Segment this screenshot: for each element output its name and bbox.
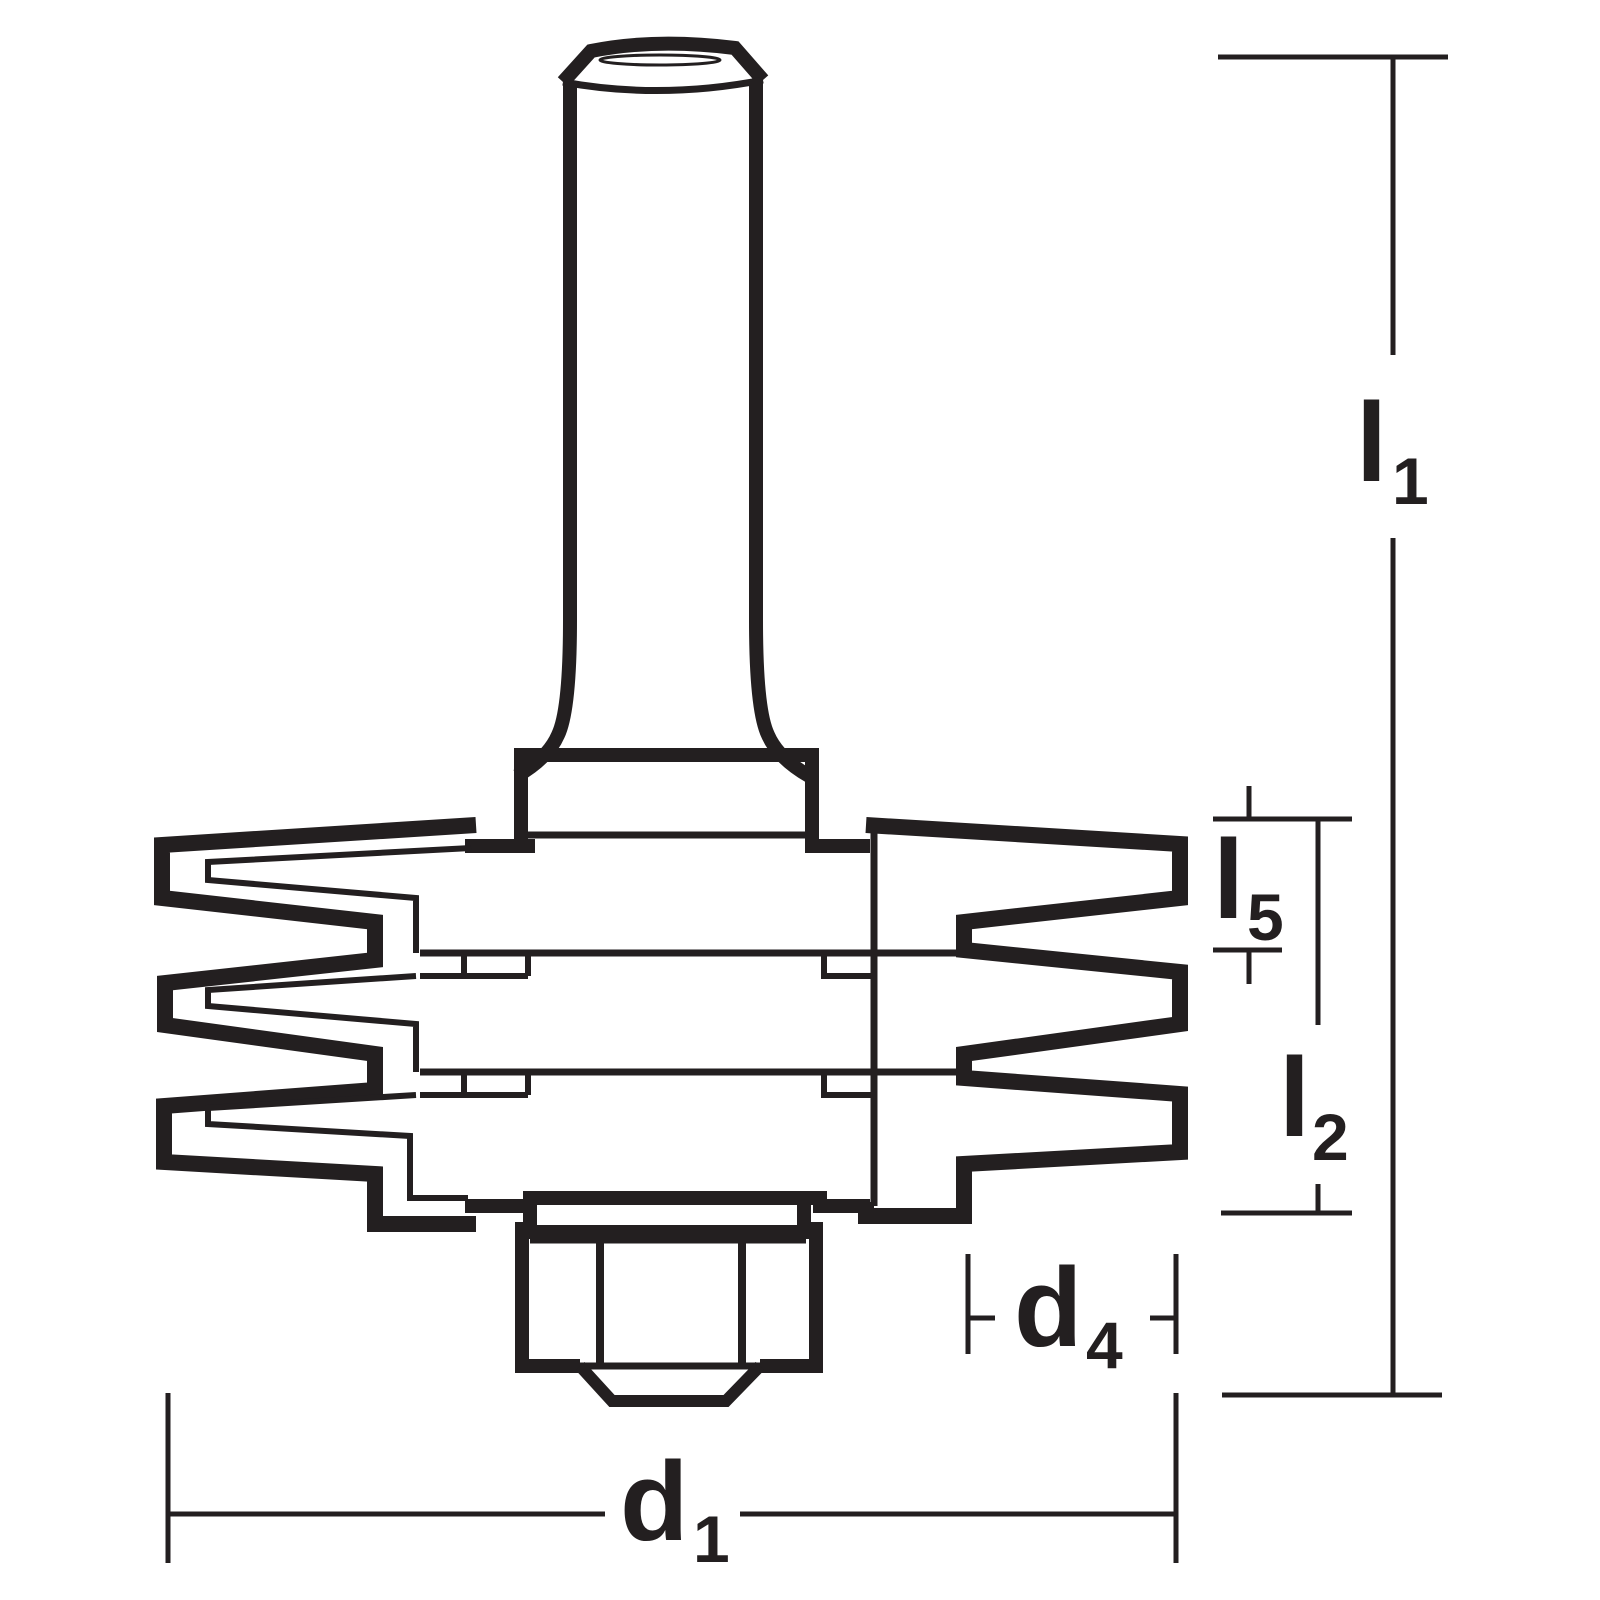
dimension-l2: [1221, 819, 1352, 1216]
bearing-assembly: [465, 1191, 870, 1407]
label-l2-main: l: [1279, 1035, 1310, 1160]
key-right-2: [821, 1072, 874, 1098]
shank-left-side: [513, 82, 577, 783]
key-left-1: [420, 953, 531, 979]
shank-top-ellipse-front: [562, 76, 764, 95]
label-l1-sub: 1: [1392, 444, 1429, 518]
label-l5-main: l: [1213, 817, 1244, 942]
label-d4-sub: 4: [1086, 1308, 1123, 1382]
key-right-1: [821, 953, 874, 979]
shank-top-ellipse-inner: [598, 53, 722, 67]
label-l2-sub: 2: [1312, 1100, 1349, 1174]
shank-right-side: [749, 82, 813, 783]
label-l5-sub: 5: [1247, 880, 1284, 954]
label-d1-sub: 1: [693, 1502, 730, 1576]
right-profile-outer: [858, 817, 1188, 1224]
dimension-l1: [1218, 54, 1448, 1398]
body-bottom-step: [465, 1191, 870, 1213]
right-cutter-profile: [858, 817, 1188, 1224]
bearing-washer: [523, 1198, 811, 1239]
shank: [513, 36, 813, 783]
bearing-ring: [515, 1222, 823, 1373]
left-profile-outer: [154, 817, 477, 1232]
left-cutter-profile: [154, 817, 477, 1232]
label-d4-main: d: [1014, 1245, 1082, 1370]
label-l1-main: l: [1356, 380, 1387, 505]
dimension-d4: [965, 1254, 1179, 1354]
bearing-screw-head: [575, 1361, 765, 1407]
shank-top-chamfer: [557, 36, 769, 87]
cutter-body: [420, 748, 960, 1206]
left-profile-inner: [205, 845, 472, 1201]
label-d1-main: d: [620, 1439, 688, 1564]
dimension-d1: [165, 1393, 1179, 1563]
dimension-l5: [1213, 786, 1352, 984]
key-left-2: [420, 1072, 531, 1098]
